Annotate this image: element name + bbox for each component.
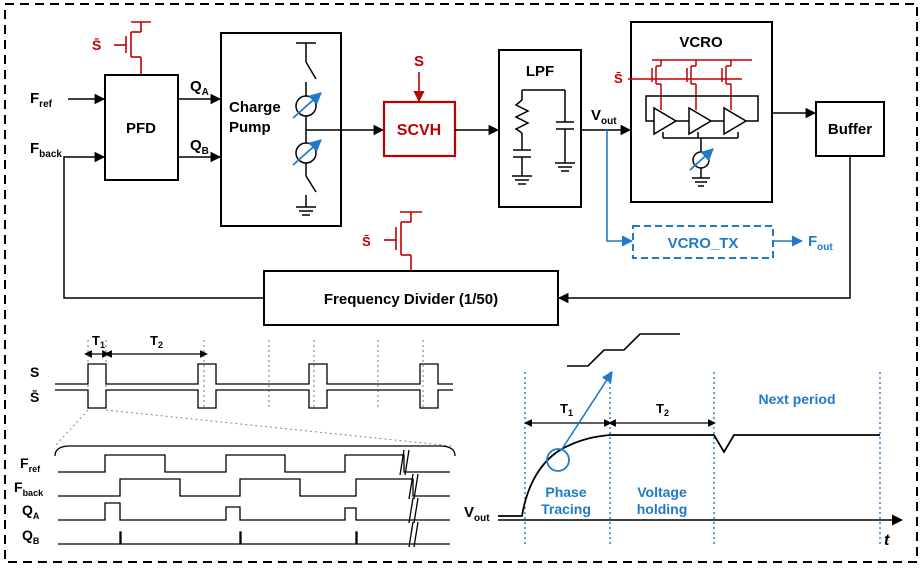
scvh-s-label: S	[414, 53, 424, 70]
vout-to-vcro-tx-wire	[606, 130, 634, 247]
zoom-guide-right	[105, 409, 453, 447]
outer-frame	[4, 3, 918, 563]
phase-tracing-label-line1: Phase	[545, 484, 586, 500]
next-period-label: Next period	[758, 391, 835, 407]
zoom-bracket	[54, 445, 456, 457]
timing-qb-row-label: QB	[22, 527, 40, 546]
time-axis-label: t	[884, 532, 890, 549]
period-markers	[524, 372, 881, 545]
buffer-block	[815, 101, 885, 157]
timing-t1-label: T1	[92, 333, 105, 350]
timing-qa-row-label: QA	[22, 502, 40, 521]
pfd-label: PFD	[126, 120, 156, 137]
pfd-block	[104, 74, 179, 181]
vcro-label: VCRO	[679, 34, 723, 51]
pfd-s-bar-label: S̄	[92, 36, 101, 53]
lpf-circuit	[512, 89, 575, 185]
zoom-arrow	[561, 371, 613, 450]
s-waveform	[55, 363, 453, 385]
zoom-circle	[546, 448, 570, 472]
tunable-current-arrow-top	[292, 92, 322, 119]
vcro-switches	[628, 59, 752, 110]
pfd-reset-switch	[114, 21, 151, 74]
buffer-to-divider-wire	[557, 156, 851, 304]
vout-axis-label: Vout	[464, 504, 490, 524]
divider-feedback-wire	[63, 156, 264, 299]
charge-pump-label-line2: Pump	[229, 119, 271, 136]
voltage-holding-label-line2: holding	[637, 501, 688, 517]
stair-inset	[567, 333, 680, 367]
divider-s-bar-label: S̄	[362, 234, 371, 249]
vout-label: Vout	[591, 107, 617, 127]
plot-t1-label: T1	[560, 401, 573, 418]
qa-label: QA	[190, 78, 209, 98]
vcro-s-bar-label: S̄	[614, 71, 623, 86]
timing-s-bar-row-label: S̄	[30, 388, 39, 405]
voltage-holding-label-line1: Voltage	[637, 484, 687, 500]
timing-f-back-row-label: Fback	[14, 479, 44, 498]
buffer-label: Buffer	[828, 121, 872, 138]
vcro-tx-block	[632, 225, 774, 259]
divider-reset-switch	[384, 211, 422, 270]
timing-diagram: T1 T2 S S̄ Fref Fback QA QB	[14, 333, 456, 548]
tunable-current-arrow-bottom	[292, 139, 322, 166]
f-back-input-label: Fback	[30, 140, 62, 160]
vout-plot: t Vout T1 T2 Next period Phase Tracing V…	[464, 333, 904, 549]
plot-t2-label: T2	[656, 401, 669, 418]
timing-gridlines	[87, 340, 424, 410]
timing-t2-label: T2	[150, 333, 163, 350]
frequency-divider-label: Frequency Divider (1/50)	[324, 291, 498, 308]
block-diagram: Fref Fback PFD S̄ QA QB Charge Pump	[30, 21, 885, 326]
scvh-label: SCVH	[397, 122, 441, 139]
lpf-label: LPF	[526, 63, 554, 80]
qa-waveform	[58, 502, 450, 521]
scvh-block	[382, 100, 457, 158]
f-ref-input-label: Fref	[30, 90, 53, 110]
timing-break-marks	[399, 449, 419, 548]
qb-label: QB	[190, 137, 209, 157]
zoom-guide-left	[54, 409, 89, 447]
phase-tracing-label-line2: Tracing	[541, 501, 591, 517]
f-out-label: Fout	[808, 233, 833, 253]
vout-curve	[498, 434, 880, 517]
charge-pump-circuit	[295, 42, 341, 216]
f-ref-waveform	[58, 454, 450, 473]
f-back-waveform	[58, 478, 450, 497]
timing-s-row-label: S	[30, 364, 39, 380]
vcro-tx-label: VCRO_TX	[668, 235, 739, 252]
timing-f-ref-row-label: Fref	[20, 455, 41, 474]
s-bar-waveform	[55, 389, 453, 409]
qb-waveform	[58, 531, 450, 545]
charge-pump-label-line1: Charge	[229, 99, 281, 116]
vcro-tune-arrow	[689, 148, 714, 171]
